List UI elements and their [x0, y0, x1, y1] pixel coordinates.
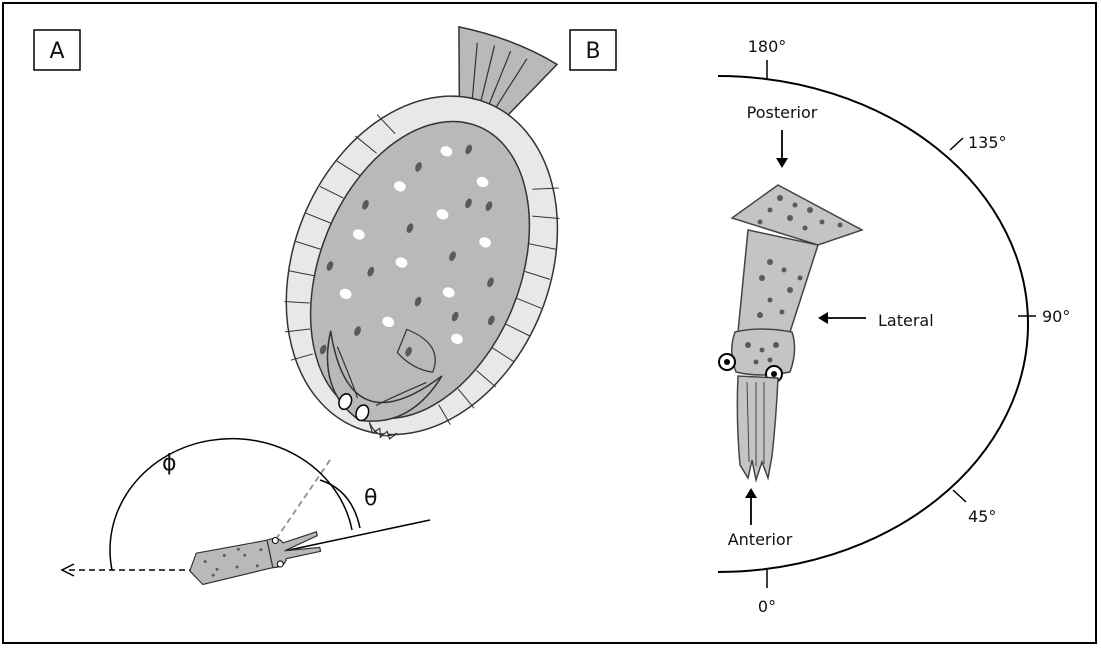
panel-a: A: [34, 0, 631, 587]
anterior-label: Anterior: [728, 530, 793, 549]
angle-phi-label: ϕ: [162, 451, 177, 476]
label-90: 90°: [1042, 307, 1070, 326]
squid-large-illustration: [719, 185, 862, 480]
label-45: 45°: [968, 507, 996, 526]
angle-theta-label: θ: [364, 486, 377, 511]
strike-line: [272, 460, 330, 545]
tick-135: [950, 138, 963, 150]
flounder-illustration: [238, 0, 631, 476]
posterior-label: Posterior: [747, 103, 818, 122]
panel-a-label: A: [49, 39, 64, 64]
lateral-label: Lateral: [878, 311, 934, 330]
squid-small-illustration: [186, 528, 322, 587]
label-0: 0°: [758, 597, 776, 616]
panel-b: B 180° 135° 90° 45° 0° Posterior Lateral…: [570, 30, 1070, 616]
theta-arc: [320, 480, 360, 528]
label-135: 135°: [968, 133, 1007, 152]
label-180: 180°: [748, 37, 787, 56]
panel-b-label: B: [585, 39, 600, 64]
tick-45: [953, 490, 966, 502]
